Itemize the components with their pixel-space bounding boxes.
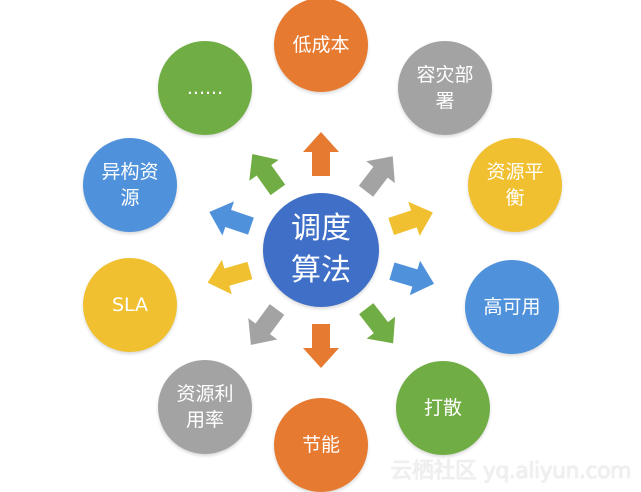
node-label: 异构资源 [101,161,159,209]
node-energy-saving: 节能 [274,398,368,492]
node-label: 低成本 [292,34,350,56]
center-label: 调度算法 [291,211,351,288]
node-label: 高可用 [483,296,541,318]
node-sla: SLA [83,258,177,352]
node-label: 资源平衡 [486,161,544,209]
arrow-icon [303,324,339,368]
node-heterogeneous-resources: 异构资源 [83,138,177,232]
node-label: SLA [111,294,149,316]
arrow-icon [388,201,433,236]
node-spread: 打散 [396,361,490,455]
arrow-icon [358,156,395,197]
center-node-scheduling-algorithm: 调度算法 [263,193,379,307]
node-low-cost: 低成本 [274,0,368,92]
node-label: 打散 [423,397,462,419]
watermark: 云栖社区 yq.aliyun.com [390,459,631,484]
arrow-icon [209,201,254,236]
arrow-icon [389,260,435,296]
node-disaster-recovery: 容灾部署 [398,41,492,135]
arrow-icon [248,304,285,345]
node-more: ...... [158,41,252,135]
node-label: 容灾部署 [416,64,474,112]
node-high-availability: 高可用 [465,260,559,354]
arrow-icon [303,132,339,176]
node-label: 节能 [301,434,340,456]
arrow-icon [359,303,396,344]
node-resource-utilization: 资源利用率 [158,360,252,454]
node-resource-balance: 资源平衡 [468,138,562,232]
arrow-icon [207,259,253,295]
arrow-icon [249,154,286,196]
node-label: ...... [186,77,224,99]
node-label: 资源利用率 [176,383,234,431]
